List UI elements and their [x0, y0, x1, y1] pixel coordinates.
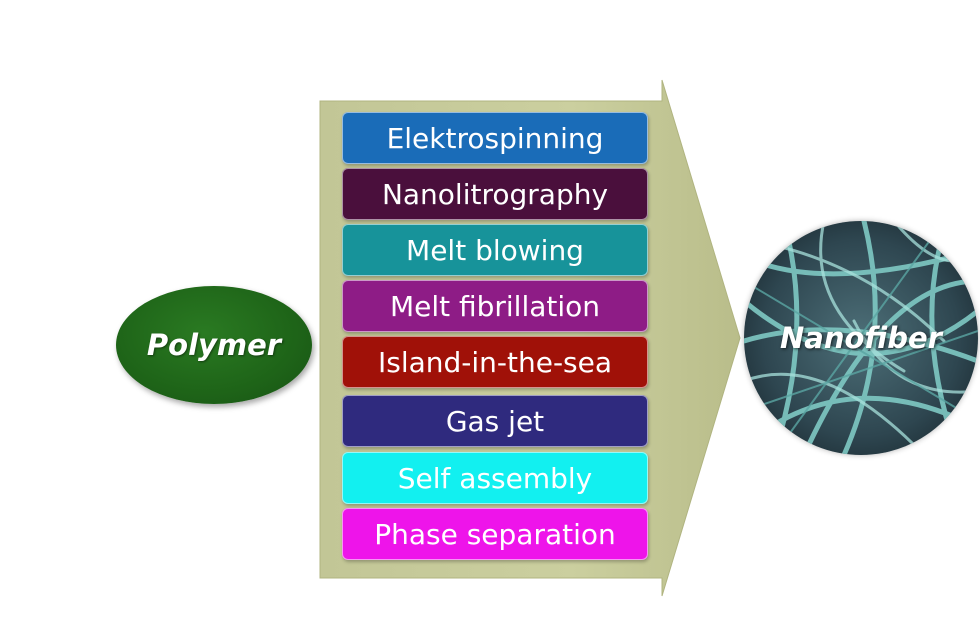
polymer-node: Polymer: [116, 286, 312, 404]
method-box: Phase separation: [342, 508, 648, 560]
method-label: Self assembly: [398, 462, 593, 495]
nanofiber-label: Nanofiber: [744, 221, 978, 455]
method-box: Self assembly: [342, 452, 648, 504]
method-label: Phase separation: [374, 518, 616, 551]
nanofiber-node: Nanofiber: [744, 221, 978, 455]
method-label: Nanolitrography: [382, 178, 608, 211]
method-box: Gas jet: [342, 395, 648, 447]
method-label: Island-in-the-sea: [378, 346, 612, 379]
method-label: Gas jet: [446, 405, 544, 438]
method-box: Nanolitrography: [342, 168, 648, 220]
method-label: Melt fibrillation: [390, 290, 600, 323]
method-box: Island-in-the-sea: [342, 336, 648, 388]
method-label: Elektrospinning: [387, 122, 604, 155]
method-label: Melt blowing: [406, 234, 584, 267]
method-box: Elektrospinning: [342, 112, 648, 164]
polymer-label: Polymer: [147, 328, 281, 362]
method-box: Melt fibrillation: [342, 280, 648, 332]
method-box: Melt blowing: [342, 224, 648, 276]
